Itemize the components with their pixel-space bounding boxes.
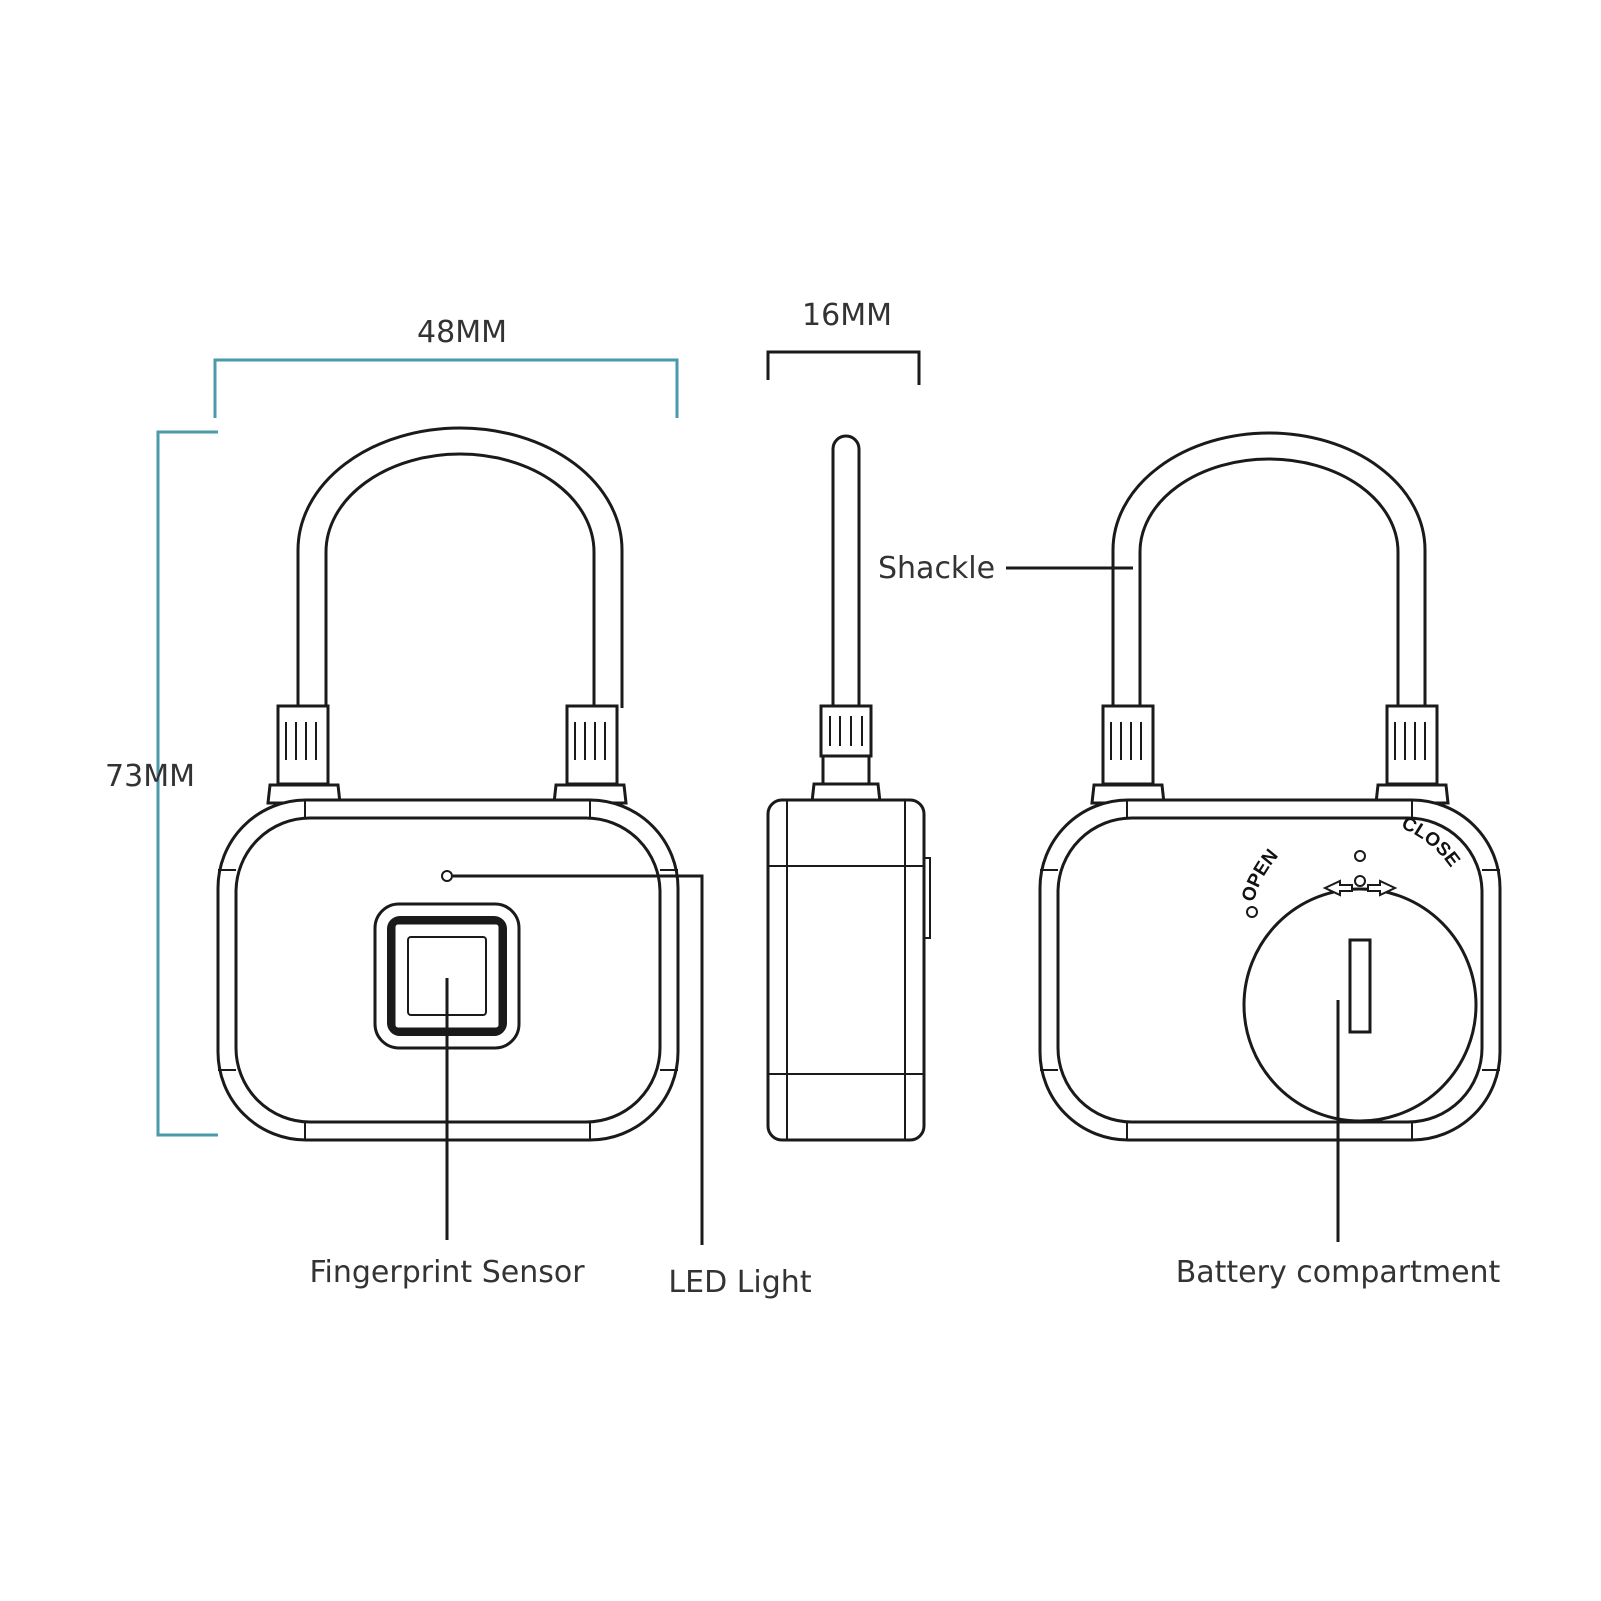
callout-led-light: LED Light xyxy=(668,1265,811,1300)
callout-fingerprint-sensor: Fingerprint Sensor xyxy=(309,1255,585,1290)
dimension-depth-label: 16MM xyxy=(802,298,892,333)
dimension-depth-bracket xyxy=(766,350,921,385)
battery-cover-slot xyxy=(1348,938,1372,1034)
dimension-height-label: 73MM xyxy=(105,759,195,794)
center-marker-dot xyxy=(1354,875,1366,887)
back-body-inner xyxy=(1056,816,1484,1124)
back-view-padlock: OPEN CLOSE xyxy=(1038,431,1502,1142)
close-arrow-icon xyxy=(1367,879,1398,897)
front-view-padlock xyxy=(216,426,680,1142)
led-light-indicator xyxy=(441,870,453,882)
open-position-dot xyxy=(1246,906,1258,918)
back-shackle xyxy=(1090,431,1450,805)
callout-shackle: Shackle xyxy=(878,551,995,586)
callout-battery-compartment: Battery compartment xyxy=(1176,1255,1501,1290)
dimension-width-bracket xyxy=(213,358,679,418)
side-body xyxy=(766,798,926,1142)
dimension-height-bracket xyxy=(156,430,218,1137)
led-leader-line xyxy=(453,874,704,1245)
side-view-padlock xyxy=(766,434,931,1142)
open-arrow-icon xyxy=(1322,879,1353,897)
dimension-width-label: 48MM xyxy=(417,315,507,350)
front-shackle xyxy=(266,426,628,805)
cover-marker-dot xyxy=(1354,850,1366,862)
